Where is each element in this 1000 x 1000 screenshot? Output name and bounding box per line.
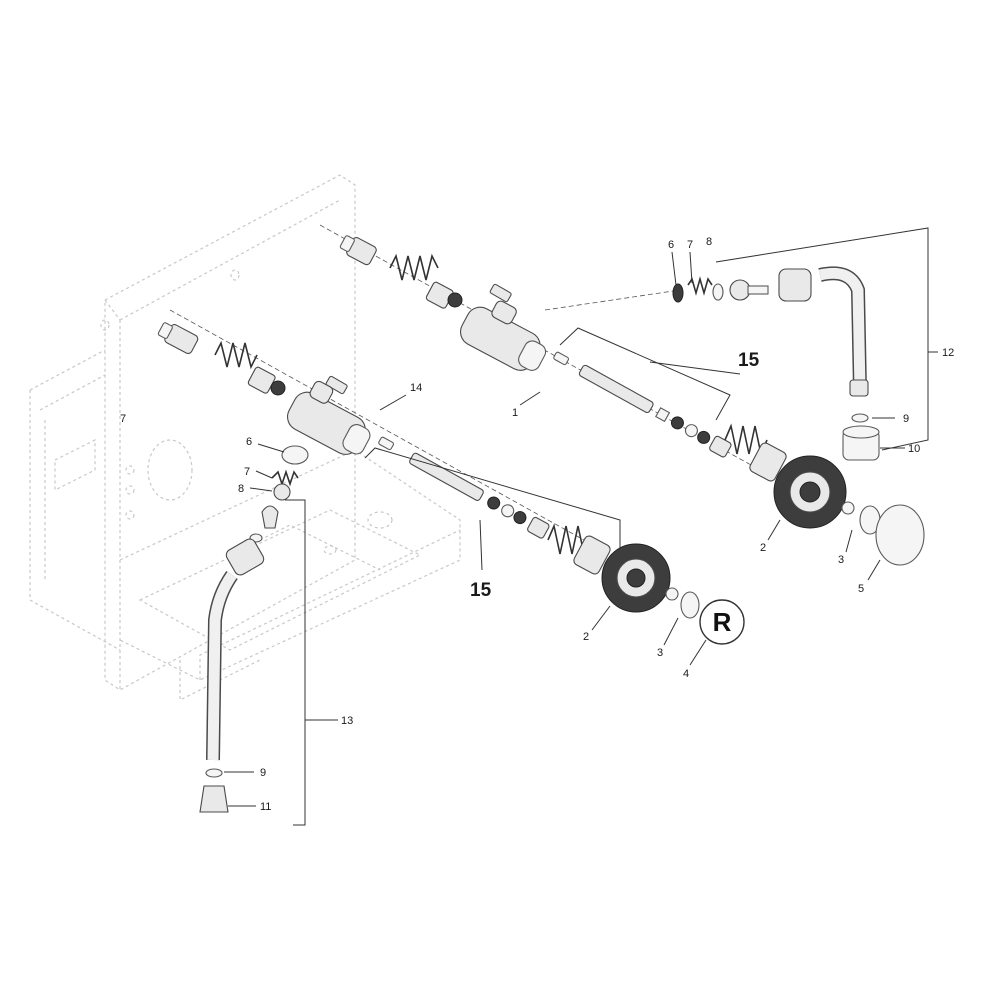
label-9-right: 9 (903, 413, 909, 425)
label-2-lower: 2 (583, 631, 589, 643)
leader-lines (224, 227, 938, 826)
label-3-lower: 3 (657, 647, 663, 659)
callout-labels: 1 2 2 3 3 4 5 6 7 8 6 7 8 7 9 9 10 11 12… (120, 236, 954, 813)
label-4: 4 (683, 668, 689, 680)
label-12: 12 (942, 347, 954, 359)
label-2-upper: 2 (760, 542, 766, 554)
label-5: 5 (858, 583, 864, 595)
label-7-top: 7 (687, 239, 693, 251)
label-6-top: 6 (668, 239, 674, 251)
label-8-left: 8 (238, 483, 244, 495)
gear-knob-upper (773, 455, 847, 529)
r-knob-cap: R (699, 599, 745, 645)
knob-letter: R (713, 607, 732, 637)
label-3-upper: 3 (838, 554, 844, 566)
label-10: 10 (908, 443, 920, 455)
label-9-bottom: 9 (260, 767, 266, 779)
label-1: 1 (512, 407, 518, 419)
ghost-machine-body (29, 174, 461, 701)
label-11: 11 (260, 801, 271, 813)
label-6-left: 6 (246, 436, 252, 448)
label-7-body: 7 (120, 413, 126, 425)
label-14: 14 (410, 382, 422, 394)
label-8-top: 8 (706, 236, 712, 248)
label-15-lower: 15 (470, 580, 492, 601)
water-pipe-assembly (199, 445, 309, 813)
gear-knob-lower (601, 543, 671, 613)
label-13: 13 (341, 715, 353, 727)
lower-valve-assembly: R (157, 309, 745, 645)
label-15-upper: 15 (738, 350, 760, 371)
label-7-left: 7 (244, 466, 250, 478)
steam-pipe-assembly (544, 266, 880, 461)
upper-valve-assembly (319, 224, 925, 566)
